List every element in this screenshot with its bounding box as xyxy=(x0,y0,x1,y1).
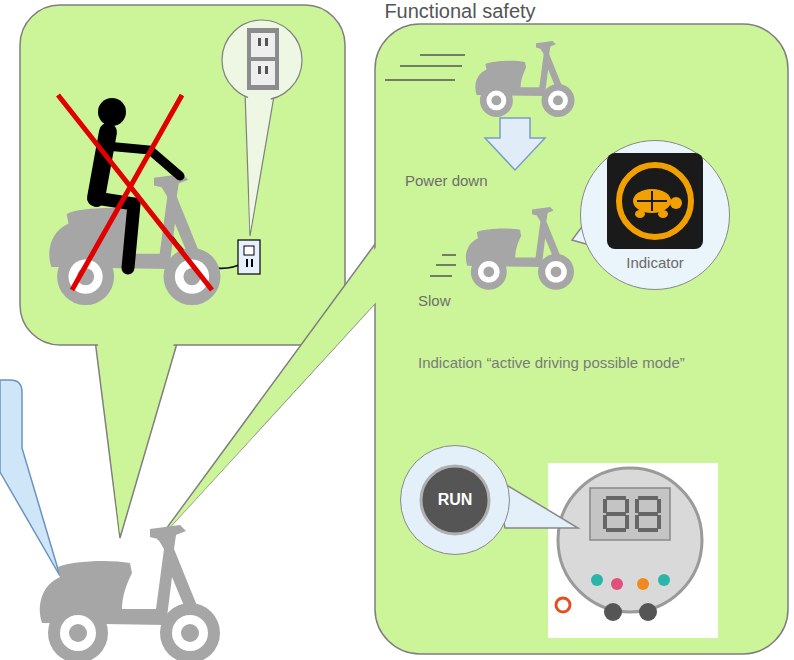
right-speech-bubble xyxy=(158,24,788,654)
speech-bubble: Power downSlowIndication “active driving… xyxy=(375,24,790,654)
scooter-silhouette xyxy=(40,525,220,660)
indicator-callout: Indicator xyxy=(580,140,730,290)
blue-speech-bubble xyxy=(0,380,60,576)
step-label: Power down xyxy=(405,172,488,190)
outlet-callout xyxy=(222,20,302,236)
down-arrow xyxy=(485,118,545,170)
speed-lines xyxy=(385,55,465,80)
run-label: RUN xyxy=(401,490,509,509)
left-speech-bubble xyxy=(20,5,345,538)
charging-scene xyxy=(49,20,302,305)
run-callout: RUN xyxy=(400,445,510,555)
note-text: Indication “active driving possible mode… xyxy=(418,354,685,372)
diagram-title: Functional safety xyxy=(330,0,590,22)
step-label: Slow xyxy=(418,292,451,310)
cross-mark xyxy=(58,95,212,290)
speed-lines xyxy=(430,255,456,276)
fast-scooter xyxy=(475,41,574,117)
meter-picture xyxy=(548,463,718,638)
outlet-symbol xyxy=(238,240,260,274)
turtle-icon xyxy=(607,153,703,249)
slow-scooter xyxy=(466,207,574,290)
indicator-label: Indicator xyxy=(581,254,729,272)
